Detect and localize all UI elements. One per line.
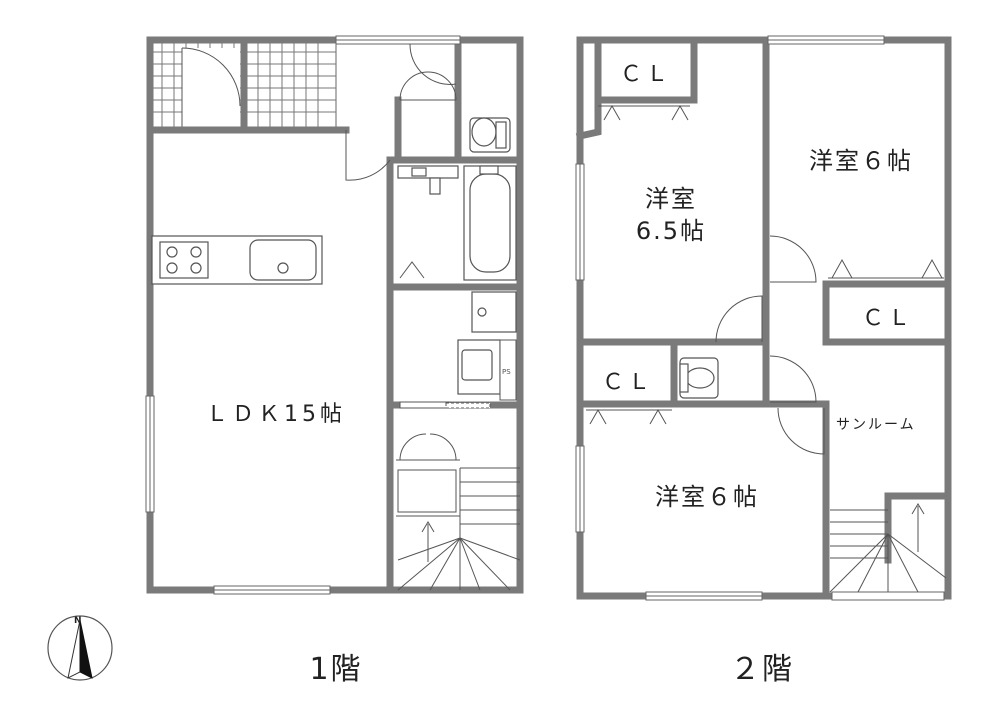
room-b-label: 洋室６帖 (809, 147, 913, 175)
bathtub (463, 165, 517, 281)
floor1-plan (145, 35, 524, 595)
room-a-line2: 6.5帖 (635, 217, 707, 245)
room-a-line1: 洋室 (645, 185, 697, 213)
closet-label-2: ＣＬ (601, 370, 654, 395)
closet-label-1: ＣＬ (619, 62, 672, 87)
vanity (457, 339, 501, 395)
floor2-label: ２階 (730, 652, 794, 687)
kitchen-counter (151, 235, 323, 285)
sunroom-label: サンルーム (836, 417, 916, 433)
north-arrow-icon (47, 615, 113, 681)
floor1-walls (146, 36, 524, 594)
floor2-plan (575, 35, 952, 601)
wash-counter (397, 165, 459, 195)
closet-label-3: ＣＬ (861, 306, 914, 331)
stairs-2f (829, 503, 947, 593)
toilet-1f (469, 117, 511, 153)
ldk-label: ＬＤＫ15帖 (206, 402, 346, 427)
ps-label: PS (502, 368, 511, 376)
room-c-label: 洋室６帖 (655, 483, 759, 511)
toilet-2f (679, 357, 719, 399)
stairs-1f (396, 467, 521, 591)
washing-machine (471, 291, 517, 333)
north-label: N (74, 616, 82, 626)
floor1-label: 1階 (309, 652, 363, 687)
